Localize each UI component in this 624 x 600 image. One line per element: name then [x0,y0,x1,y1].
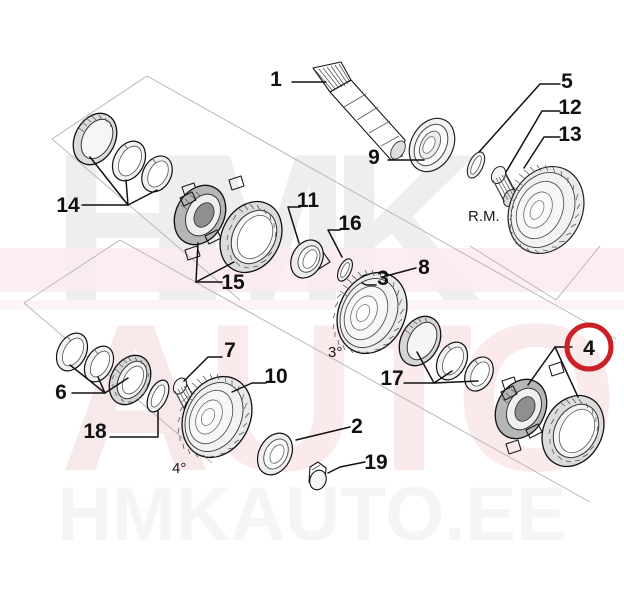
callout-16[interactable]: 16 [338,212,361,235]
part-15-synchro-hub-sleeve [173,175,283,274]
callout-numbers: 1 5 12 13 9 14 11 16 15 3 8 4 7 10 17 6 … [55,68,595,474]
callout-10[interactable]: 10 [264,365,287,388]
callout-12[interactable]: 12 [558,96,581,119]
callout-8[interactable]: 8 [418,256,430,279]
part-2-bearing [256,432,294,476]
part-1-input-shaft [312,61,406,161]
part-6-synchro-rings [55,332,152,406]
part-8-third-gear [332,269,408,355]
callout-18[interactable]: 18 [83,420,107,443]
callout-3[interactable]: 3 [377,267,389,290]
section-boundaries [23,75,617,503]
gear-position-labels: R.M. 3° 4° [172,208,500,477]
callout-7[interactable]: 7 [224,339,236,362]
callout-4[interactable]: 4 [583,337,595,360]
label-rm: R.M. [468,208,500,225]
part-5-snap-ring [466,151,486,179]
leader-lines [69,81,579,474]
callout-2[interactable]: 2 [351,415,363,438]
part-9-bearing [408,117,456,173]
callout-15[interactable]: 15 [221,271,245,294]
part-10-fourth-gear [177,373,253,459]
part-13-reverse-gear [507,164,585,255]
part-19-plug-pin [308,461,327,491]
part-11-bushing [290,239,331,279]
label-4th: 4° [172,460,186,477]
callout-11[interactable]: 11 [297,189,320,212]
label-3rd: 3° [328,344,342,361]
callout-19[interactable]: 19 [364,451,387,474]
callout-1[interactable]: 1 [270,68,282,91]
part-4-synchro-hub-sleeve [494,361,605,468]
highlight-circle-part-4 [564,322,614,372]
callout-14[interactable]: 14 [56,194,80,217]
part-16-thrust-washer [337,258,353,282]
callout-17[interactable]: 17 [380,367,403,390]
callout-5[interactable]: 5 [561,70,573,93]
callout-6[interactable]: 6 [55,381,67,404]
part-14-synchro-rings [72,112,198,197]
callout-13[interactable]: 13 [558,123,581,146]
part-17-synchro-rings [398,315,518,392]
part-18-snap-ring [146,379,170,413]
callout-9[interactable]: 9 [368,146,380,169]
